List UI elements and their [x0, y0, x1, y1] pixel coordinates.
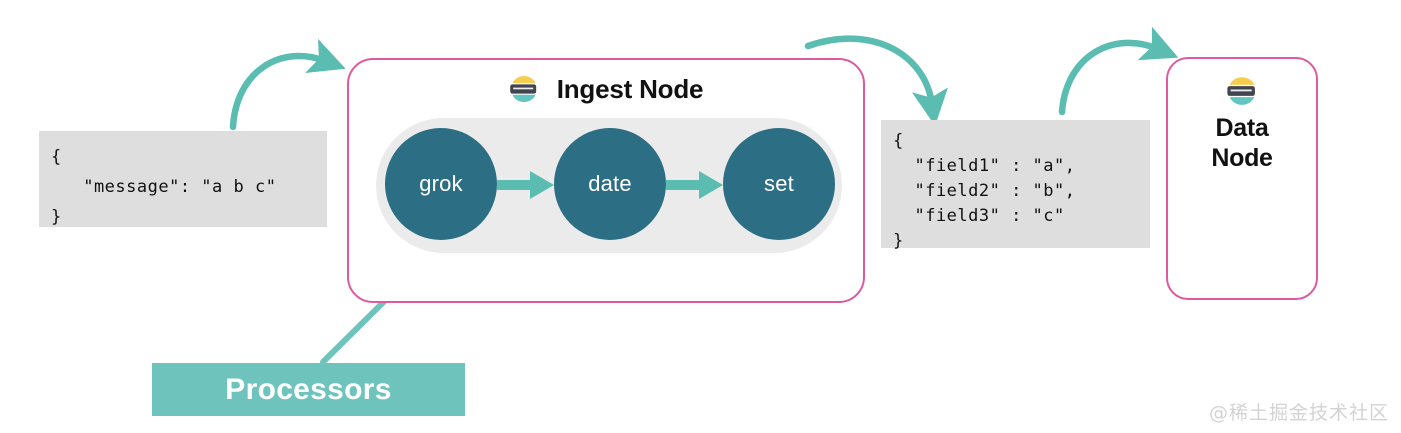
processor-label: set	[764, 171, 794, 196]
data-node-panel: Data Node	[1166, 57, 1318, 300]
arrow-output-to-data-node	[1058, 26, 1179, 116]
data-node-title: Data Node	[1211, 113, 1273, 173]
processor-node-set[interactable]: set	[723, 128, 835, 240]
processor-node-grok[interactable]: grok	[385, 128, 497, 240]
data-node-title-line2: Node	[1211, 144, 1273, 172]
input-json-document: { "message": "a b c" }	[39, 131, 327, 227]
elastic-logo-icon	[1226, 73, 1258, 109]
ingest-node-title: Ingest Node	[556, 73, 704, 104]
elastic-logo-icon	[509, 72, 539, 106]
output-json-document: { "field1" : "a", "field2" : "b", "field…	[881, 120, 1150, 251]
pipeline-connector-2	[666, 171, 723, 199]
processors-callout-box: Processors	[152, 363, 465, 416]
processor-node-date[interactable]: date	[554, 128, 666, 240]
ingest-node-header: Ingest Node	[349, 72, 863, 106]
arrow-input-to-ingest	[229, 38, 346, 131]
data-node-title-line1: Data	[1215, 114, 1269, 142]
processor-label: grok	[419, 171, 463, 196]
pipeline-connector-1	[497, 171, 554, 199]
processors-callout-label: Processors	[225, 372, 392, 406]
watermark-text: @稀土掘金技术社区	[1208, 402, 1389, 424]
processor-label: date	[588, 171, 632, 196]
